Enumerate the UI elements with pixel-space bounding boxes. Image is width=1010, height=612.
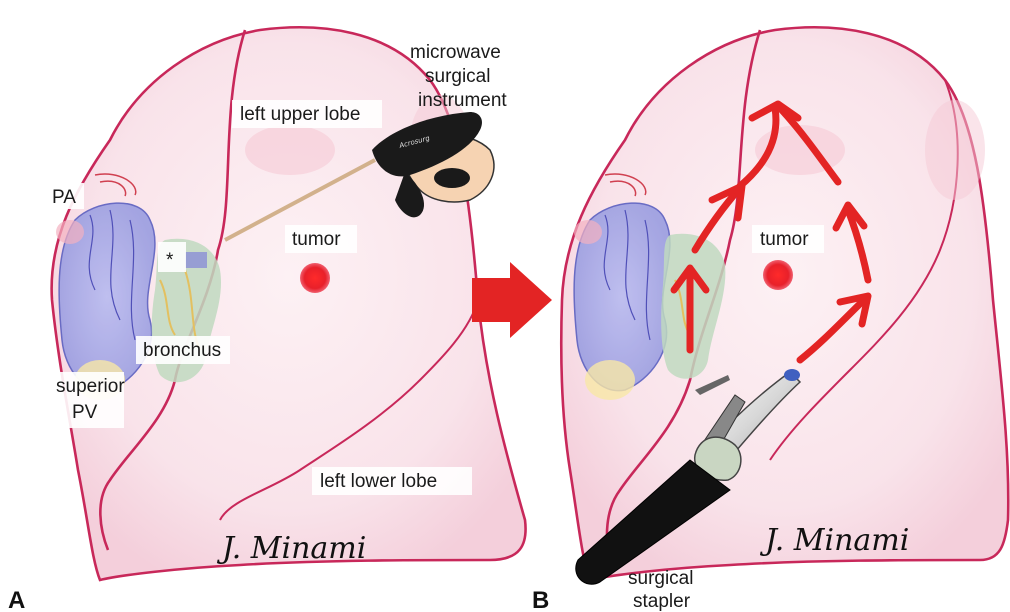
label-left-lower-lobe: left lower lobe bbox=[320, 471, 437, 492]
label-asterisk: * bbox=[166, 250, 174, 271]
label-instrument-line1: microwave bbox=[410, 42, 501, 63]
label-left-upper-lobe: left upper lobe bbox=[240, 104, 360, 125]
label-instrument-line3: instrument bbox=[418, 90, 507, 111]
tumor-a bbox=[300, 263, 330, 293]
tumor-b bbox=[763, 260, 793, 290]
label-superior-pv-line1: superior bbox=[56, 376, 125, 397]
label-tumor-a: tumor bbox=[292, 229, 341, 250]
panel-b: tumor surgical stapler J. Minami B bbox=[532, 27, 1008, 612]
panel-a: Acrosurg left upper lobe microwave surgi… bbox=[8, 27, 526, 612]
signature-a: J. Minami bbox=[216, 531, 366, 566]
label-stapler-line2: stapler bbox=[633, 591, 691, 612]
label-bronchus: bronchus bbox=[143, 340, 221, 361]
label-instrument-line2: surgical bbox=[425, 66, 490, 87]
label-pa: PA bbox=[52, 187, 76, 208]
label-superior-pv-line2: PV bbox=[72, 402, 98, 423]
label-tumor-b: tumor bbox=[760, 229, 809, 250]
panel-letter-a: A bbox=[8, 587, 25, 612]
transition-arrow bbox=[472, 262, 552, 338]
label-stapler-line1: surgical bbox=[628, 568, 693, 589]
panel-letter-b: B bbox=[532, 587, 549, 612]
signature-b: J. Minami bbox=[759, 523, 909, 558]
